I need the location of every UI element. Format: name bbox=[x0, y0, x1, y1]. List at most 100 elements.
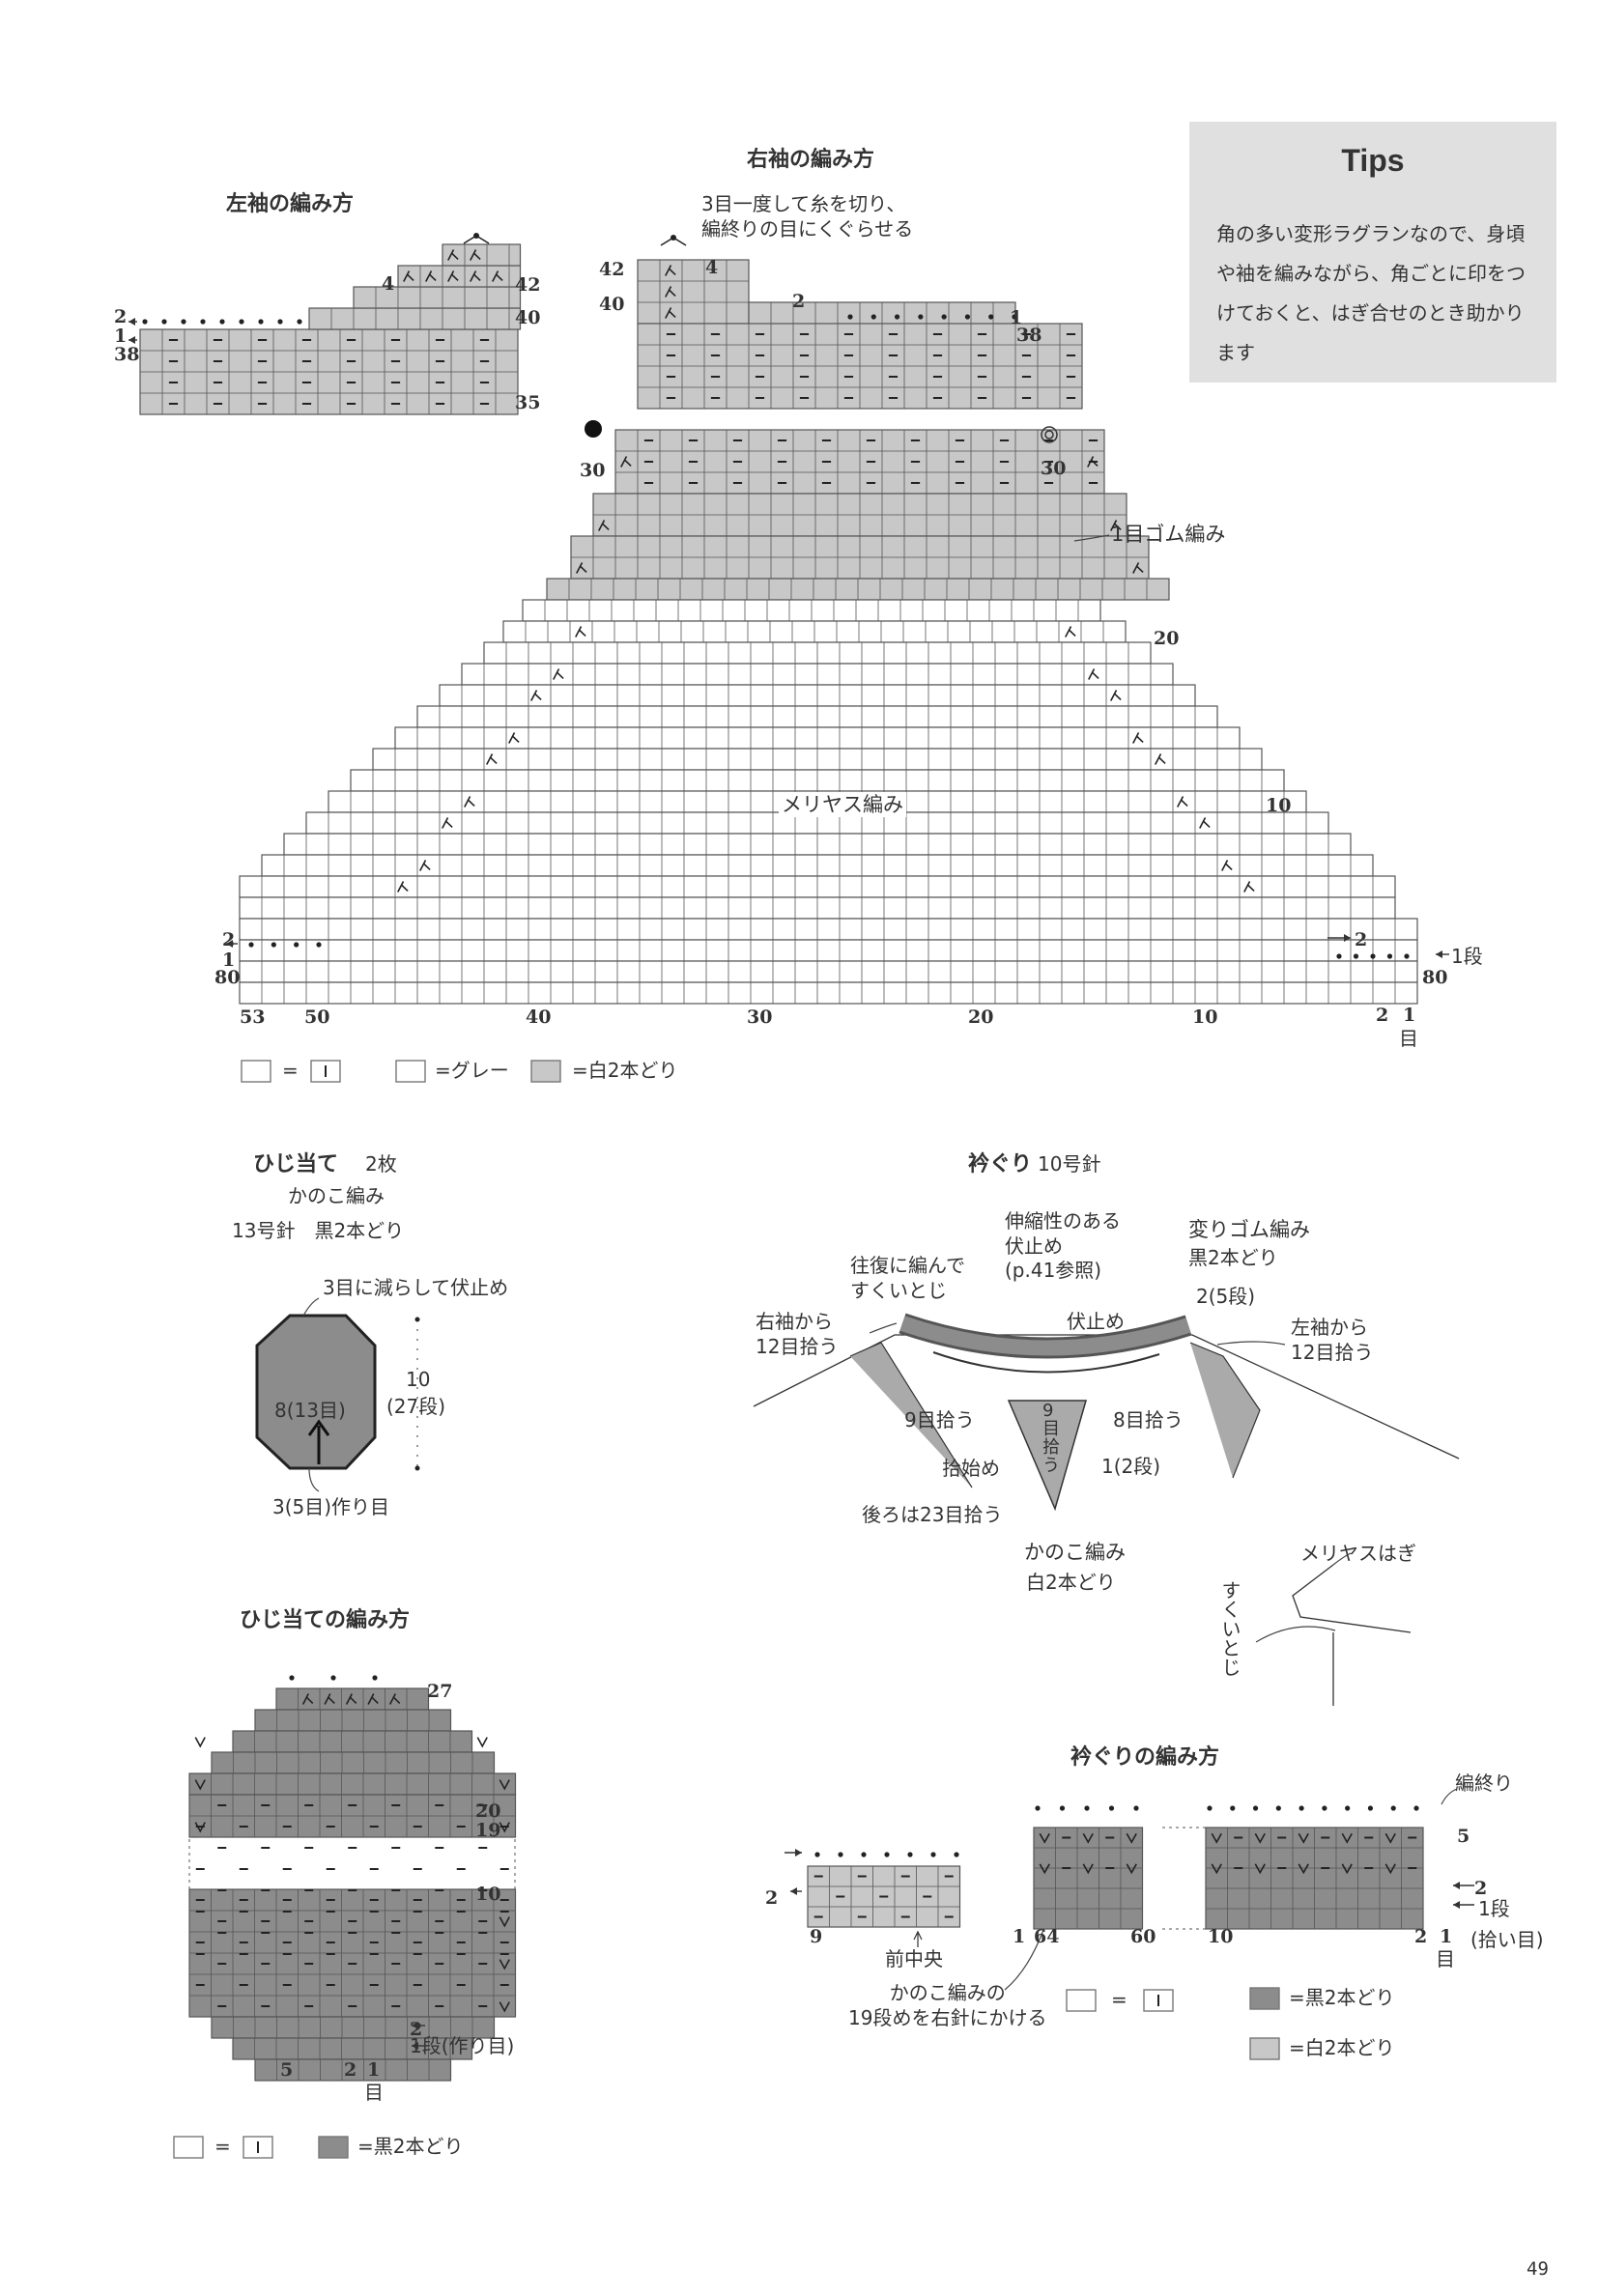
bind-off-dot bbox=[1404, 953, 1410, 959]
elbow-octagon bbox=[255, 1314, 377, 1470]
legend1-grey: =グレー bbox=[435, 1059, 509, 1082]
legend-blank bbox=[1066, 1989, 1097, 2012]
bind-off-dot bbox=[884, 1852, 890, 1857]
collar-inner bbox=[932, 1351, 1160, 1374]
decrease-symbol bbox=[464, 796, 475, 808]
front-center-arrow bbox=[913, 1930, 923, 1941]
elbow-needle: 13号針 黒2本どり bbox=[232, 1219, 405, 1242]
legend-grey-blank bbox=[395, 1060, 426, 1083]
legend4-white2: =白2本どり bbox=[1289, 2036, 1395, 2059]
decrease-symbol bbox=[508, 732, 520, 744]
slip-symbol bbox=[1341, 1832, 1353, 1844]
decrease-symbol bbox=[1243, 881, 1255, 893]
legend-swatches bbox=[173, 1060, 1280, 2159]
top-join bbox=[660, 237, 687, 246]
grid-block bbox=[188, 1772, 517, 1796]
bindoff-leader bbox=[302, 1297, 320, 1317]
ls-arrow-1: 1 bbox=[114, 326, 128, 347]
bind-off-dot bbox=[861, 1852, 867, 1857]
arrow-head bbox=[1344, 934, 1351, 942]
bind-off-dot bbox=[1252, 1805, 1259, 1811]
elbow-chart-title: ひじ当ての編み方 bbox=[240, 1608, 411, 1632]
bind-off-dot bbox=[847, 314, 853, 320]
slip-symbol bbox=[1039, 1832, 1050, 1844]
legend1-eq: = bbox=[282, 1059, 299, 1082]
legend-blank bbox=[173, 2136, 204, 2159]
neck-r2: 2(5段) bbox=[1196, 1285, 1256, 1308]
legend-dark bbox=[1249, 1987, 1280, 2010]
slip-symbol bbox=[1341, 1863, 1353, 1875]
top-join bbox=[463, 235, 490, 244]
ec-col-2: 2 bbox=[344, 2059, 357, 2081]
nc-end: 編終り bbox=[1455, 1772, 1513, 1795]
nc-row-2l: 2 bbox=[765, 1887, 779, 1909]
marker-filled bbox=[585, 420, 602, 438]
bind-off-dot bbox=[838, 1852, 843, 1857]
decrease-symbol bbox=[388, 1693, 401, 1705]
slip-symbol bbox=[1384, 1863, 1396, 1875]
decrease-symbol bbox=[665, 265, 676, 276]
bind-off-dot bbox=[142, 319, 148, 325]
grid-block bbox=[254, 1709, 452, 1732]
neck-title: 衿ぐり bbox=[968, 1152, 1033, 1176]
elbow-height-b: (27段) bbox=[386, 1395, 446, 1418]
collar-band-fill bbox=[899, 1316, 1191, 1356]
decrease-symbol bbox=[598, 520, 610, 531]
neck-back-forth: 往復に編んで すくいとじ bbox=[850, 1254, 965, 1302]
ec-row-19: 19 bbox=[475, 1820, 501, 1841]
right-sleeve-title: 右袖の編み方 bbox=[747, 148, 875, 172]
elbow-count: 2枚 bbox=[365, 1152, 397, 1176]
neck-kanoko2: 白2本どり bbox=[1026, 1571, 1116, 1594]
decrease-symbol bbox=[324, 1693, 335, 1705]
bind-off-dot bbox=[1230, 1805, 1236, 1811]
bind-off-dot bbox=[1059, 1805, 1066, 1811]
slip-symbol bbox=[1254, 1832, 1266, 1844]
bind-off-dot bbox=[289, 1675, 295, 1681]
bind-off-dot bbox=[930, 1852, 936, 1857]
rs-row-20: 20 bbox=[1154, 628, 1180, 649]
bind-off-dot bbox=[277, 319, 283, 325]
front-triangle bbox=[1007, 1400, 1087, 1512]
bind-off-dot bbox=[907, 1852, 913, 1857]
slip-symbol bbox=[1211, 1863, 1222, 1875]
neck-rib2: 黒2本どり bbox=[1188, 1246, 1278, 1269]
nc-col-60: 60 bbox=[1130, 1926, 1156, 1947]
legend1-white2: =白2本どり bbox=[572, 1059, 678, 1082]
legend-light bbox=[1249, 2037, 1280, 2060]
right-sleeve-top-note: 3目一度して糸を切り、 編終りの目にくぐらせる bbox=[701, 192, 914, 241]
arrow-head bbox=[1453, 1882, 1460, 1889]
bind-off-dot bbox=[1207, 1805, 1213, 1811]
decrease-symbol bbox=[1221, 860, 1233, 871]
decrease-symbol bbox=[1087, 456, 1099, 468]
bind-off-dot bbox=[1322, 1805, 1327, 1811]
right-sleeve-chart bbox=[226, 235, 1449, 1005]
slip-symbol bbox=[1384, 1832, 1396, 1844]
legend-dark bbox=[318, 2136, 349, 2159]
bind-off-dot bbox=[330, 1675, 336, 1681]
bind-off-dot bbox=[1336, 953, 1342, 959]
decrease-symbol bbox=[1199, 817, 1211, 829]
left-sleeve-shade bbox=[1189, 1342, 1261, 1479]
neck-back: 後ろは23目拾う bbox=[862, 1503, 1003, 1526]
arrow-head bbox=[795, 1849, 802, 1857]
meriyas-leader bbox=[1332, 1552, 1352, 1566]
grid-block bbox=[637, 259, 750, 325]
nc-front-center: 前中央 bbox=[885, 1947, 943, 1970]
ec-col-unit: 目 bbox=[364, 2081, 384, 2104]
nc-col-1a: 1 bbox=[1013, 1926, 1026, 1947]
ls-row-42: 42 bbox=[515, 274, 541, 296]
grid-block bbox=[397, 265, 522, 288]
ls-dec-4: 4 bbox=[382, 273, 395, 295]
bind-off-dot bbox=[239, 319, 244, 325]
decrease-symbol bbox=[447, 249, 459, 261]
bind-off-dot bbox=[248, 942, 254, 948]
decrease-symbol bbox=[301, 1693, 314, 1705]
bind-off-dot bbox=[1298, 1805, 1304, 1811]
decrease-symbol bbox=[442, 817, 453, 829]
decrease-symbol bbox=[530, 690, 542, 701]
tips-heading: Tips bbox=[1341, 143, 1405, 178]
arrow-head bbox=[1436, 950, 1442, 958]
legend-light bbox=[530, 1060, 561, 1083]
arrow-head bbox=[226, 940, 233, 948]
